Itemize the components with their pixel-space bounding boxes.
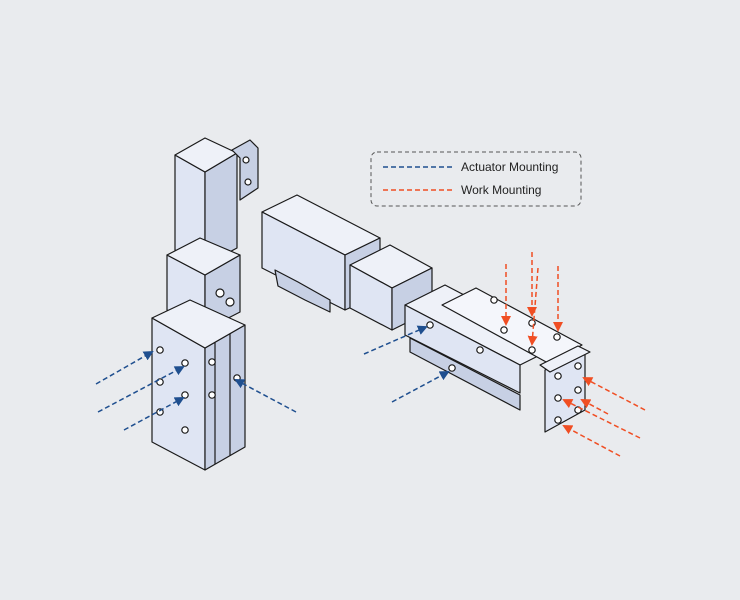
horizontal-actuator-icon bbox=[261, 194, 591, 433]
horizontal-hole bbox=[554, 416, 562, 424]
vertical-hole bbox=[208, 358, 216, 366]
horizontal-rail-lower bbox=[409, 337, 521, 411]
legend: Actuator Mounting Work Mounting bbox=[370, 151, 582, 207]
horizontal-hole bbox=[554, 372, 562, 380]
vertical-coupling-hole bbox=[215, 288, 225, 298]
vertical-connector-screw-2 bbox=[244, 178, 252, 186]
vertical-hole bbox=[181, 426, 189, 434]
vertical-hole bbox=[208, 391, 216, 399]
vertical-hole bbox=[156, 346, 164, 354]
horizontal-hole bbox=[490, 296, 498, 304]
horizontal-actuator-arrows bbox=[363, 325, 450, 403]
legend-box bbox=[370, 151, 582, 207]
vertical-actuator-icon bbox=[151, 137, 259, 471]
mounting-arrow-icon bbox=[95, 351, 154, 385]
legend-work-label: Work Mounting bbox=[461, 183, 541, 197]
mounting-arrow-icon bbox=[123, 397, 185, 431]
mounting-arrow-icon bbox=[391, 371, 450, 403]
horizontal-hole bbox=[426, 321, 434, 329]
vertical-actuator-arrows bbox=[95, 351, 297, 431]
horizontal-hole bbox=[554, 394, 562, 402]
mounting-arrow-icon bbox=[562, 399, 641, 439]
horizontal-body-front bbox=[404, 304, 521, 394]
horizontal-connector bbox=[274, 269, 331, 313]
horizontal-hole bbox=[574, 362, 582, 370]
vertical-connector bbox=[231, 139, 259, 201]
mounting-arrow-icon bbox=[562, 425, 621, 457]
horizontal-hole bbox=[448, 364, 456, 372]
mounting-arrow-icon bbox=[97, 366, 185, 413]
mounting-arrow-icon bbox=[582, 377, 646, 411]
horizontal-work-arrows bbox=[501, 252, 646, 457]
mounting-arrow-icon bbox=[580, 399, 609, 415]
mounting-arrow-icon bbox=[234, 379, 297, 413]
horizontal-endplate-top bbox=[539, 345, 591, 373]
horizontal-table-top bbox=[441, 287, 583, 364]
vertical-hole bbox=[181, 391, 189, 399]
vertical-connector-screw bbox=[242, 156, 250, 164]
horizontal-hole bbox=[500, 326, 508, 334]
vertical-hole bbox=[181, 359, 189, 367]
mounting-arrow-icon bbox=[363, 325, 428, 355]
horizontal-hole bbox=[553, 333, 561, 341]
vertical-coupling-top bbox=[166, 237, 241, 276]
legend-actuator-label: Actuator Mounting bbox=[461, 160, 558, 174]
horizontal-hole bbox=[574, 386, 582, 394]
vertical-coupling-hole-2 bbox=[225, 297, 235, 307]
vertical-body-top bbox=[151, 299, 246, 349]
mounting-arrow-icon bbox=[527, 267, 539, 346]
horizontal-hole bbox=[476, 346, 484, 354]
horizontal-hole bbox=[528, 346, 536, 354]
